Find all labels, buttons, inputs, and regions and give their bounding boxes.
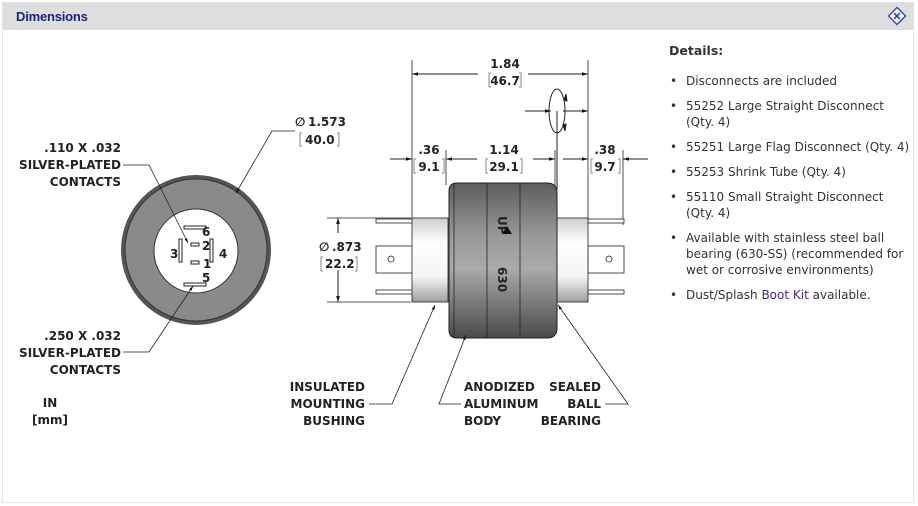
pin-5-label: 5 [202, 271, 210, 285]
details-item: Available with stainless steel ball bear… [670, 230, 914, 278]
bushing-diameter-dim: ∅ .873 22.2 [319, 218, 362, 302]
body-callout: ANODIZED ALUMINUM BODY [438, 334, 538, 428]
svg-text:BALL: BALL [567, 397, 601, 411]
details-item: 55252 Large Straight Disconnect (Qty. 4) [670, 98, 914, 130]
svg-text:INSULATED: INSULATED [290, 380, 365, 394]
svg-text:BEARING: BEARING [541, 414, 601, 428]
right-bushing [554, 217, 589, 303]
svg-text:.250 X .032: .250 X .032 [44, 329, 121, 343]
svg-text:SILVER-PLATED: SILVER-PLATED [19, 346, 121, 360]
boot-kit-link[interactable]: Boot Kit [761, 288, 809, 302]
svg-text:CONTACTS: CONTACTS [50, 175, 121, 189]
svg-text:.38: .38 [594, 143, 615, 157]
svg-text:BUSHING: BUSHING [303, 414, 365, 428]
svg-text:∅: ∅ [319, 240, 329, 254]
body-length-dim: 1.14 29.1 [446, 143, 555, 174]
contact-5 [183, 282, 207, 287]
right-bushing-dim: .38 9.7 [563, 143, 648, 174]
svg-text:ALUMINUM: ALUMINUM [464, 397, 538, 411]
svg-text:.36: .36 [418, 143, 439, 157]
svg-text:∅: ∅ [295, 115, 305, 129]
svg-text:.110 X .032: .110 X .032 [44, 141, 121, 155]
svg-text:MOUNTING: MOUNTING [291, 397, 365, 411]
svg-text:29.1: 29.1 [489, 160, 519, 174]
collapse-button[interactable] [887, 6, 907, 26]
svg-text:46.7: 46.7 [490, 74, 520, 88]
svg-text:.873: .873 [332, 240, 362, 254]
left-bushing [411, 217, 449, 303]
dimension-drawing: 6 2 1 3 4 5 .110 X .032 SILVER-PLATED CO… [19, 57, 648, 428]
svg-text:IN: IN [43, 396, 58, 410]
svg-text:ANODIZED: ANODIZED [464, 380, 535, 394]
details-item: Disconnects are included [670, 73, 914, 89]
contact-1 [190, 260, 200, 265]
contact-2 [190, 242, 200, 247]
pin-3-label: 3 [170, 247, 178, 261]
pin-2-label: 2 [202, 239, 210, 253]
insulator-face [153, 208, 239, 294]
svg-text:CONTACTS: CONTACTS [50, 363, 121, 377]
svg-text:1.573: 1.573 [308, 115, 346, 129]
bushing-callout: INSULATED MOUNTING BUSHING [290, 304, 436, 428]
details-section: Details: Disconnects are included 55252 … [669, 43, 914, 312]
end-view: 6 2 1 3 4 5 [121, 175, 271, 325]
aluminum-body: UP 630 [448, 182, 558, 339]
details-item: 55251 Large Flag Disconnect (Qty. 4) [670, 139, 914, 155]
svg-text:[mm]: [mm] [32, 413, 68, 427]
bearing-callout: SEALED BALL BEARING [541, 304, 629, 428]
svg-text:1.14: 1.14 [489, 143, 519, 157]
svg-text:22.2: 22.2 [325, 257, 355, 271]
units-label: IN [mm] [32, 396, 68, 427]
terminals [375, 218, 625, 295]
boot-kit-suffix: available. [808, 288, 871, 302]
rotation-icon [525, 88, 588, 190]
boot-kit-prefix: Dust/Splash [686, 288, 762, 302]
details-item-boot-kit: Dust/Splash Boot Kit available. [670, 287, 914, 303]
details-item: 55110 Small Straight Disconnect (Qty. 4) [670, 189, 914, 221]
large-contacts-callout: .250 X .032 SILVER-PLATED CONTACTS [19, 285, 194, 377]
panel-header[interactable]: Dimensions [3, 3, 913, 30]
details-item: 55253 Shrink Tube (Qty. 4) [670, 164, 914, 180]
contact-4 [209, 238, 214, 263]
pin-1-label: 1 [203, 257, 211, 271]
overall-length-dim: 1.84 46.7 [412, 57, 588, 88]
svg-text:1.84: 1.84 [490, 57, 520, 71]
pin-6-label: 6 [202, 225, 210, 239]
panel-title: Dimensions [16, 9, 88, 24]
svg-text:40.0: 40.0 [305, 133, 335, 147]
small-contacts-callout: .110 X .032 SILVER-PLATED CONTACTS [19, 141, 189, 244]
collapse-diamond-x-icon [887, 6, 907, 26]
svg-text:9.7: 9.7 [594, 160, 615, 174]
svg-text:SEALED: SEALED [549, 380, 601, 394]
svg-text:9.1: 9.1 [418, 160, 439, 174]
body-model-marking: 630 [495, 267, 509, 292]
outer-diameter-dim: ∅ 1.573 40.0 [235, 115, 346, 194]
contact-6 [183, 225, 207, 230]
pin-4-label: 4 [219, 247, 227, 261]
details-list: Disconnects are included 55252 Large Str… [669, 73, 914, 303]
details-title: Details: [669, 43, 724, 58]
left-bushing-dim: .36 9.1 [390, 143, 445, 174]
svg-text:BODY: BODY [464, 414, 501, 428]
contact-3 [178, 238, 183, 263]
svg-text:SILVER-PLATED: SILVER-PLATED [19, 158, 121, 172]
